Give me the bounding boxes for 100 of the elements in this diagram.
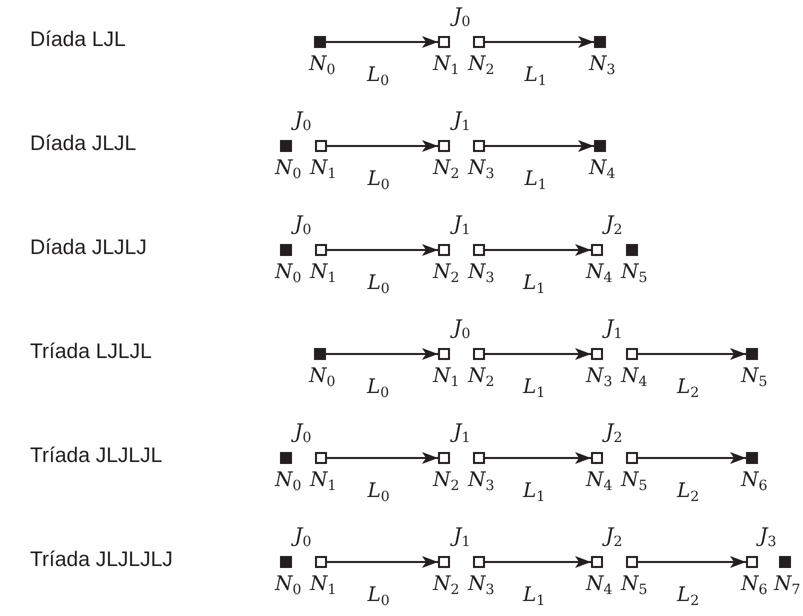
joint-node: [473, 452, 485, 464]
node-label: N$_{4}$: [586, 260, 612, 288]
node-label: N$_{5}$: [621, 260, 648, 288]
node-label: N$_{0}$: [309, 364, 336, 392]
edge-label: L$_{2}$: [677, 478, 700, 506]
joint-node: [315, 556, 327, 568]
fixed-end-node: [280, 140, 292, 152]
edge-label: L$_{1}$: [523, 478, 546, 506]
joint-node: [473, 244, 485, 256]
joint-node: [626, 348, 638, 360]
joint-node: [438, 348, 450, 360]
node-label: N$_{2}$: [433, 156, 460, 184]
node-label: N$_{1}$: [433, 52, 460, 80]
arrow: [485, 140, 594, 152]
edge-label: L$_{1}$: [523, 582, 546, 610]
joint-node: [438, 556, 450, 568]
edge-label: L$_{1}$: [524, 62, 547, 90]
joint-node: [473, 140, 485, 152]
node-label: N$_{2}$: [468, 52, 494, 80]
node-label: N$_{4}$: [589, 156, 616, 184]
node-label: N$_{0}$: [309, 52, 336, 80]
node-label: N$_{3}$: [589, 52, 616, 80]
arrow: [485, 348, 591, 360]
node-label: N$_{4}$: [621, 364, 648, 392]
fixed-end-node: [626, 244, 638, 256]
arrow: [638, 348, 746, 360]
node-label: N$_{6}$: [741, 468, 768, 496]
arrow: [638, 452, 746, 464]
fixed-end-node: [746, 348, 758, 360]
joint-node: [746, 556, 758, 568]
row-title: Díada LJL: [30, 28, 126, 52]
joint-node: [591, 244, 603, 256]
fixed-end-node: [314, 348, 326, 360]
joint-node: [438, 452, 450, 464]
node-label: N$_{1}$: [310, 468, 336, 496]
edge-label: L$_{1}$: [523, 374, 546, 402]
node-label: N$_{3}$: [468, 572, 494, 600]
joint-node: [591, 452, 603, 464]
node-label: N$_{5}$: [741, 364, 768, 392]
joint-node: [438, 140, 450, 152]
node-label: N$_{2}$: [433, 468, 460, 496]
joint-node: [473, 348, 485, 360]
edge-label: L$_{0}$: [367, 374, 390, 402]
arrow: [485, 36, 594, 48]
row-title: Díada JLJL: [30, 132, 136, 156]
fixed-end-node: [746, 452, 758, 464]
fixed-end-node: [779, 556, 791, 568]
node-label: N$_{2}$: [468, 364, 494, 392]
fixed-end-node: [594, 36, 606, 48]
arrow: [326, 36, 438, 48]
joint-node: [473, 556, 485, 568]
joint-node: [315, 244, 327, 256]
arrow: [327, 140, 438, 152]
edge-label: L$_{0}$: [368, 582, 390, 610]
joint-node: [626, 452, 638, 464]
fixed-end-node: [594, 140, 606, 152]
fixed-end-node: [280, 244, 292, 256]
joint-node: [591, 348, 603, 360]
joint-node: [438, 244, 450, 256]
arrow: [485, 556, 591, 568]
joint-node: [315, 452, 327, 464]
edge-label: L$_{0}$: [368, 166, 390, 194]
fixed-end-node: [314, 36, 326, 48]
fixed-end-node: [280, 452, 292, 464]
joint-node: [473, 36, 485, 48]
edge-label: L$_{2}$: [677, 374, 700, 402]
node-label: N$_{3}$: [586, 364, 612, 392]
node-label: N$_{0}$: [275, 260, 302, 288]
arrow: [327, 556, 438, 568]
node-label: N$_{1}$: [433, 364, 460, 392]
node-label: N$_{1}$: [310, 572, 336, 600]
joint-node: [626, 556, 638, 568]
arrow: [327, 452, 438, 464]
row-title: Díada JLJLJ: [30, 236, 147, 260]
row-title: Tríada JLJLJLJ: [30, 548, 173, 572]
node-label: N$_{2}$: [433, 572, 460, 600]
joint-node: [438, 36, 450, 48]
arrow: [327, 244, 438, 256]
node-label: N$_{5}$: [621, 468, 648, 496]
node-label: N$_{3}$: [468, 156, 494, 184]
arrow: [638, 556, 746, 568]
node-label: N$_{6}$: [741, 572, 768, 600]
edge-label: L$_{0}$: [368, 270, 390, 298]
node-label: N$_{0}$: [275, 468, 302, 496]
arrow: [485, 244, 591, 256]
node-label: N$_{2}$: [433, 260, 460, 288]
joint-node: [315, 140, 327, 152]
node-label: N$_{5}$: [621, 572, 648, 600]
node-label: N$_{0}$: [275, 572, 302, 600]
node-label: N$_{4}$: [586, 468, 612, 496]
edge-label: L$_{1}$: [524, 166, 547, 194]
fixed-end-node: [280, 556, 292, 568]
edge-label: L$_{2}$: [677, 582, 700, 610]
arrow: [485, 452, 591, 464]
arrow: [326, 348, 438, 360]
node-label: N$_{7}$: [774, 572, 800, 600]
node-label: N$_{0}$: [275, 156, 302, 184]
node-label: N$_{3}$: [468, 468, 494, 496]
edge-label: L$_{0}$: [368, 478, 390, 506]
node-label: N$_{1}$: [310, 260, 336, 288]
